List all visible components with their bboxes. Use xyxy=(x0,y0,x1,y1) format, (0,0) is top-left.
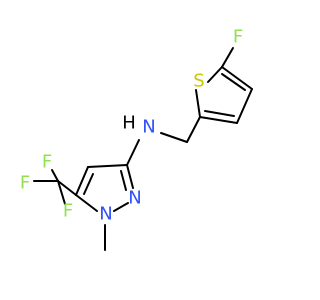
bond-c4-c5-inner xyxy=(221,73,246,91)
bond-cf3-fbottom xyxy=(57,180,66,205)
molecule-diagram: F S H N N N F F F xyxy=(20,27,253,251)
atom-f-cf3-top: F xyxy=(42,152,52,173)
atom-f-cf3-bottom: F xyxy=(63,201,73,222)
bonds xyxy=(33,47,253,251)
atom-labels: F S H N N N F F F xyxy=(20,27,243,225)
bond-c5-cf3 xyxy=(57,180,77,196)
bond-nh-c3 xyxy=(126,139,140,166)
bond-c2-c3-inner xyxy=(204,110,235,117)
bond-ch2-nh xyxy=(160,132,188,143)
bond-c3-c4 xyxy=(236,88,253,124)
atom-n-pyrazole-1: N xyxy=(99,204,112,225)
bond-c2-ch2 xyxy=(186,116,201,143)
bond-cf-c5 xyxy=(221,47,234,68)
bond-c4-c5 xyxy=(221,66,253,90)
bond-c4-c5-inner xyxy=(83,173,94,195)
bond-s-c2 xyxy=(195,89,201,118)
atom-n-pyrazole-2: N xyxy=(128,188,141,209)
atom-f-cf3-left: F xyxy=(20,173,30,194)
bond-cf3-ftop xyxy=(51,169,59,182)
bond-c3-c4 xyxy=(87,164,128,168)
bond-c2-c3 xyxy=(199,116,238,124)
atom-h-amine: H xyxy=(122,113,136,134)
structure-svg: F S H N N N F F F xyxy=(20,27,253,251)
bond-c4-c5 xyxy=(75,166,89,196)
atom-n-amine: N xyxy=(142,117,155,138)
bond-c5-n1 xyxy=(75,194,98,212)
bond-n2-c3 xyxy=(126,164,134,189)
atom-f-thiophene: F xyxy=(233,27,243,48)
atom-s-ring: S xyxy=(193,71,204,92)
bond-c5-s xyxy=(207,66,223,83)
bond-n1-n2 xyxy=(113,202,129,212)
bond-n2-c3-inner xyxy=(120,170,127,191)
